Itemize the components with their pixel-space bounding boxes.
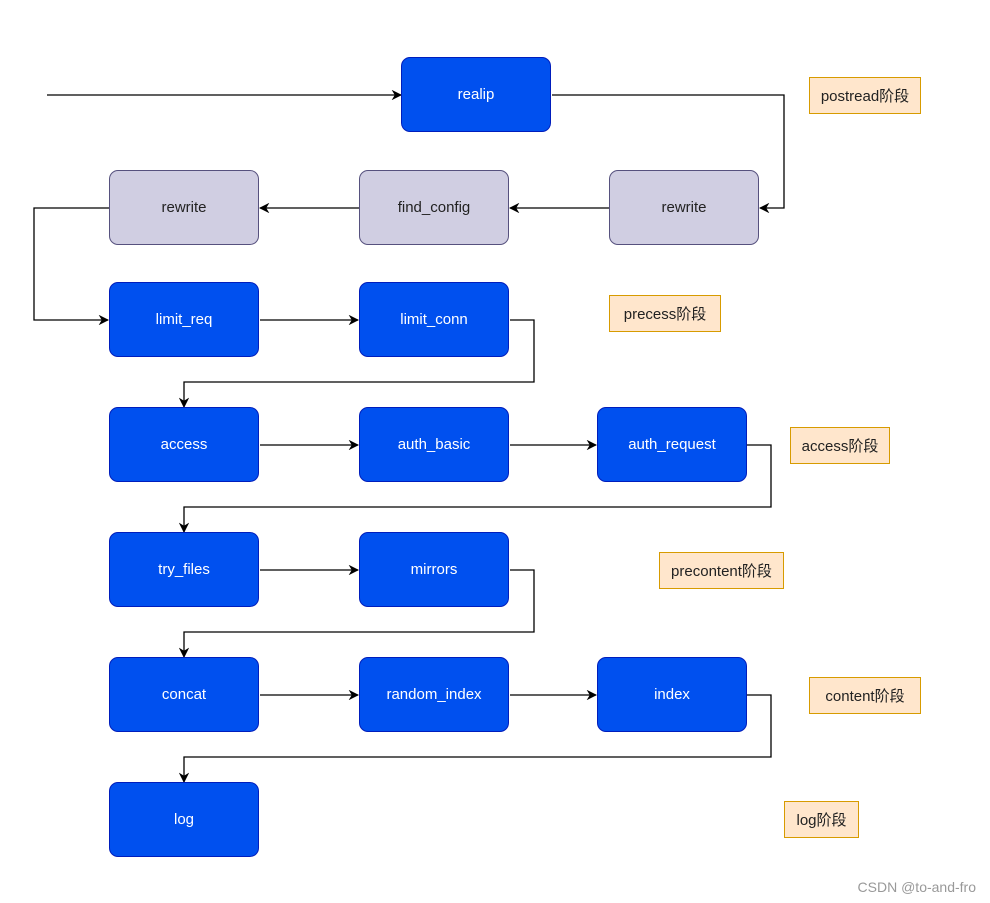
phase-label-postread: postread阶段: [809, 77, 921, 114]
edge-index-to-log: [178, 694, 772, 784]
node-limit-conn: limit_conn: [359, 282, 509, 357]
edge-limit-conn-to-access: [178, 319, 535, 409]
node-rewrite: rewrite: [109, 170, 259, 245]
phase-label-precess: precess阶段: [609, 295, 721, 332]
node-mirrors: mirrors: [359, 532, 509, 607]
node-auth-request: auth_request: [597, 407, 747, 482]
node-find-config: find_config: [359, 170, 509, 245]
phase-label-log: log阶段: [784, 801, 859, 838]
phase-label-precontent: precontent阶段: [659, 552, 784, 589]
node-limit-req: limit_req: [109, 282, 259, 357]
node-auth-basic: auth_basic: [359, 407, 509, 482]
edge-mirrors-to-concat: [178, 569, 535, 659]
node-realip: realip: [401, 57, 551, 132]
edge-auth-request-to-try-files: [178, 444, 772, 534]
node-random-index: random_index: [359, 657, 509, 732]
node-rewrite-post: rewrite: [609, 170, 759, 245]
edge-realip-to-rewrite-post: [552, 94, 785, 214]
node-log: log: [109, 782, 259, 857]
phase-label-content: content阶段: [809, 677, 921, 714]
node-access: access: [109, 407, 259, 482]
node-index: index: [597, 657, 747, 732]
edge-rewrite-to-limit-req: [33, 207, 110, 326]
phase-label-access: access阶段: [790, 427, 890, 464]
node-concat: concat: [109, 657, 259, 732]
node-try-files: try_files: [109, 532, 259, 607]
watermark: CSDN @to-and-fro: [857, 879, 976, 895]
